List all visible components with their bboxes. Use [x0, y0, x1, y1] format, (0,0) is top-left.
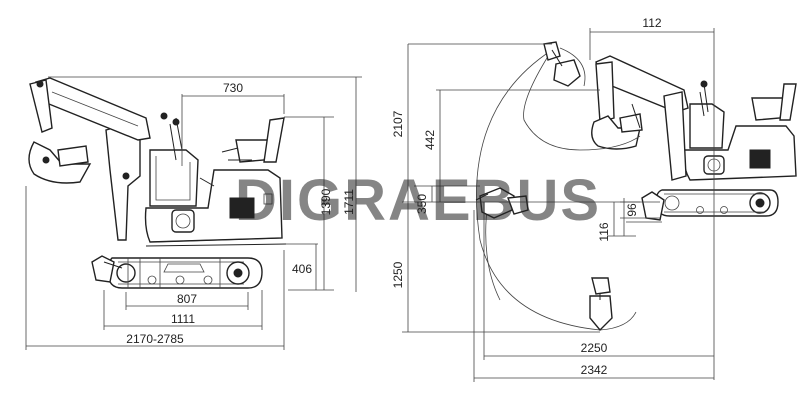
dim-tail-offset: 112 — [642, 16, 661, 30]
range-dimensions — [402, 28, 715, 382]
dim-top-width: 730 — [223, 81, 243, 95]
dim-max-dig-height: 2107 — [391, 110, 405, 137]
dim-blade-top: 96 — [625, 203, 639, 217]
range-dozer-blade — [641, 191, 665, 221]
dim-ground-clearance: 406 — [292, 262, 312, 276]
range-dimension-labels: 112 2107 442 350 96 116 1250 2250 2342 — [391, 16, 662, 377]
working-range-view: 112 2107 442 350 96 116 1250 2250 2342 — [391, 16, 797, 382]
dim-cab-height: 1390 — [319, 188, 333, 215]
range-bucket-top — [543, 41, 581, 87]
side-dozer-blade — [91, 255, 123, 283]
dim-overall-height: 1711 — [342, 189, 356, 215]
side-operator-seat — [160, 112, 285, 187]
side-dimensions — [25, 76, 362, 350]
dim-track-length: 1111 — [171, 312, 195, 326]
range-upper-structure — [682, 80, 797, 181]
range-bucket-mid — [475, 187, 529, 219]
dim-blade-depth: 116 — [597, 222, 611, 241]
dim-dump-height: 442 — [423, 130, 437, 150]
dim-max-dig-depth: 1250 — [391, 261, 405, 288]
range-bucket-bottom — [589, 277, 613, 332]
side-upper-structure — [144, 149, 287, 247]
dim-blade-lift: 350 — [415, 194, 429, 214]
side-view: 730 1390 1711 406 807 1111 2170-2785 — [25, 76, 362, 350]
watermark-text: DIGRAEBUS — [235, 168, 601, 233]
dim-max-reach: 2342 — [581, 363, 608, 377]
dim-track-length-inner: 807 — [177, 292, 197, 306]
dim-reach-ground: 2250 — [581, 341, 608, 355]
range-track — [655, 189, 779, 217]
dim-overall-length: 2170-2785 — [126, 332, 184, 346]
range-boom-raised — [591, 55, 689, 181]
side-track — [107, 257, 263, 289]
side-dimension-labels: 730 1390 1711 406 807 1111 2170-2785 — [126, 81, 356, 346]
side-boom-arm — [28, 77, 151, 241]
